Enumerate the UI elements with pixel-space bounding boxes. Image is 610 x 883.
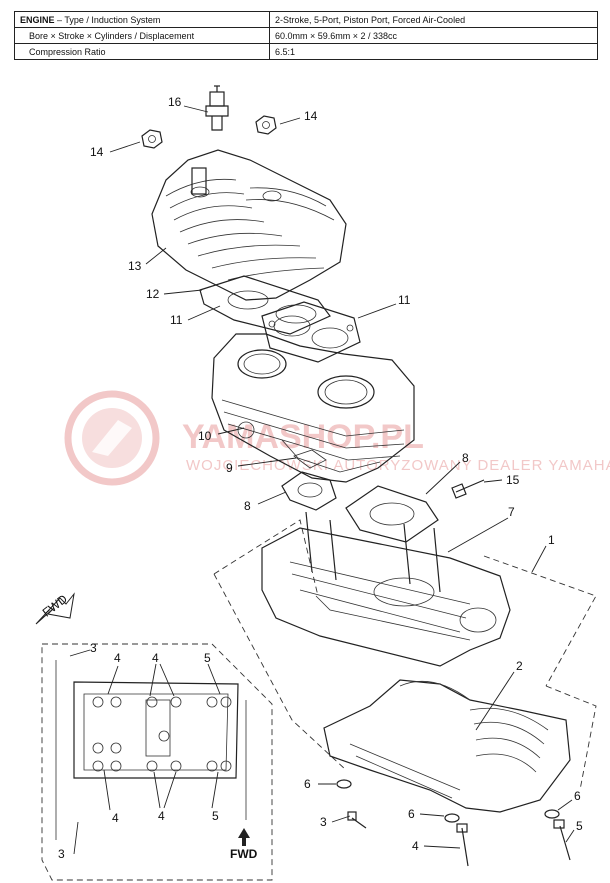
assembly-guide-lower-right <box>545 685 597 791</box>
callout-6-middle: 6 <box>408 807 415 821</box>
callout-13: 13 <box>128 259 142 273</box>
stud-bolt <box>451 479 485 499</box>
watermark-subtitle: WOJCIECHOWSKI AUTORYZOWANY DEALER YAMAHA <box>186 457 610 474</box>
leader-lines <box>69 105 575 855</box>
callout-15: 15 <box>506 473 520 487</box>
cylinder-base-gasket-right <box>345 485 439 543</box>
callout-4: 4 <box>412 839 419 853</box>
callout-12: 12 <box>146 287 160 301</box>
fwd-arrow-bottom <box>238 828 250 846</box>
callout-11-right: 11 <box>398 293 411 307</box>
assembly-guide-lower <box>213 573 347 771</box>
tightening-sequence-inset <box>41 643 273 881</box>
callout-6-left: 6 <box>304 777 311 791</box>
callout-11-left: 11 <box>170 313 183 327</box>
head-gasket <box>199 275 331 335</box>
callout-7: 7 <box>508 505 515 519</box>
inset-callout-4-top-left: 4 <box>114 651 121 665</box>
fwd-arrow-top <box>35 592 75 625</box>
spec-type-label: – Type / Induction System <box>54 14 161 25</box>
spark-plug <box>205 85 229 131</box>
cylinder-base-gasket <box>281 471 337 511</box>
cylinder-block <box>211 333 415 483</box>
cylinder-head-nut-left <box>141 129 163 149</box>
inset-callout-5-bottom: 5 <box>212 809 219 823</box>
inset-callout-4-bottom-left: 4 <box>112 811 119 825</box>
spec-compression-label: Compression Ratio <box>14 43 270 60</box>
callout-8-right: 8 <box>462 451 469 465</box>
crankcase-bolt-3 <box>336 779 367 829</box>
lower-crankcase <box>323 679 571 813</box>
fwd-label-bottom: FWD <box>230 847 258 861</box>
cylinder-head-seal-ring <box>261 301 361 363</box>
crankcase-bolt-5 <box>544 809 571 861</box>
cylinder-head <box>151 149 347 301</box>
watermark-logo <box>64 390 160 486</box>
callout-16: 16 <box>168 95 182 109</box>
upper-crankcase <box>261 511 511 667</box>
callout-9: 9 <box>226 461 233 475</box>
assembly-guide-left <box>213 519 319 597</box>
callout-10: 10 <box>198 429 212 443</box>
inset-callout-4-top-middle: 4 <box>152 651 159 665</box>
exhaust-gasket <box>293 449 327 469</box>
inset-callout-5-top: 5 <box>204 651 211 665</box>
inset-callout-4-bottom-middle: 4 <box>158 809 165 823</box>
callout-14-left: 14 <box>90 145 104 159</box>
callout-6-right: 6 <box>574 789 581 803</box>
callout-2: 2 <box>516 659 523 673</box>
engine-spec-table: ENGINE – Type / Induction System 2-Strok… <box>14 11 598 60</box>
spec-engine-label: ENGINE <box>20 14 55 25</box>
callout-8-left: 8 <box>244 499 251 513</box>
spec-compression-value: 6.5:1 <box>269 43 598 60</box>
callout-3: 3 <box>320 815 327 829</box>
spec-row-compression: Compression Ratio 6.5:1 <box>14 43 598 60</box>
inset-callout-3-bottom: 3 <box>58 847 65 861</box>
cylinder-head-nut-right <box>255 115 277 135</box>
callout-1: 1 <box>548 533 555 547</box>
callout-14-right: 14 <box>304 109 318 123</box>
callout-5: 5 <box>576 819 583 833</box>
inset-callout-3-top: 3 <box>90 641 97 655</box>
assembly-guide-right <box>483 555 597 687</box>
crankcase-bolt-4 <box>444 813 469 867</box>
